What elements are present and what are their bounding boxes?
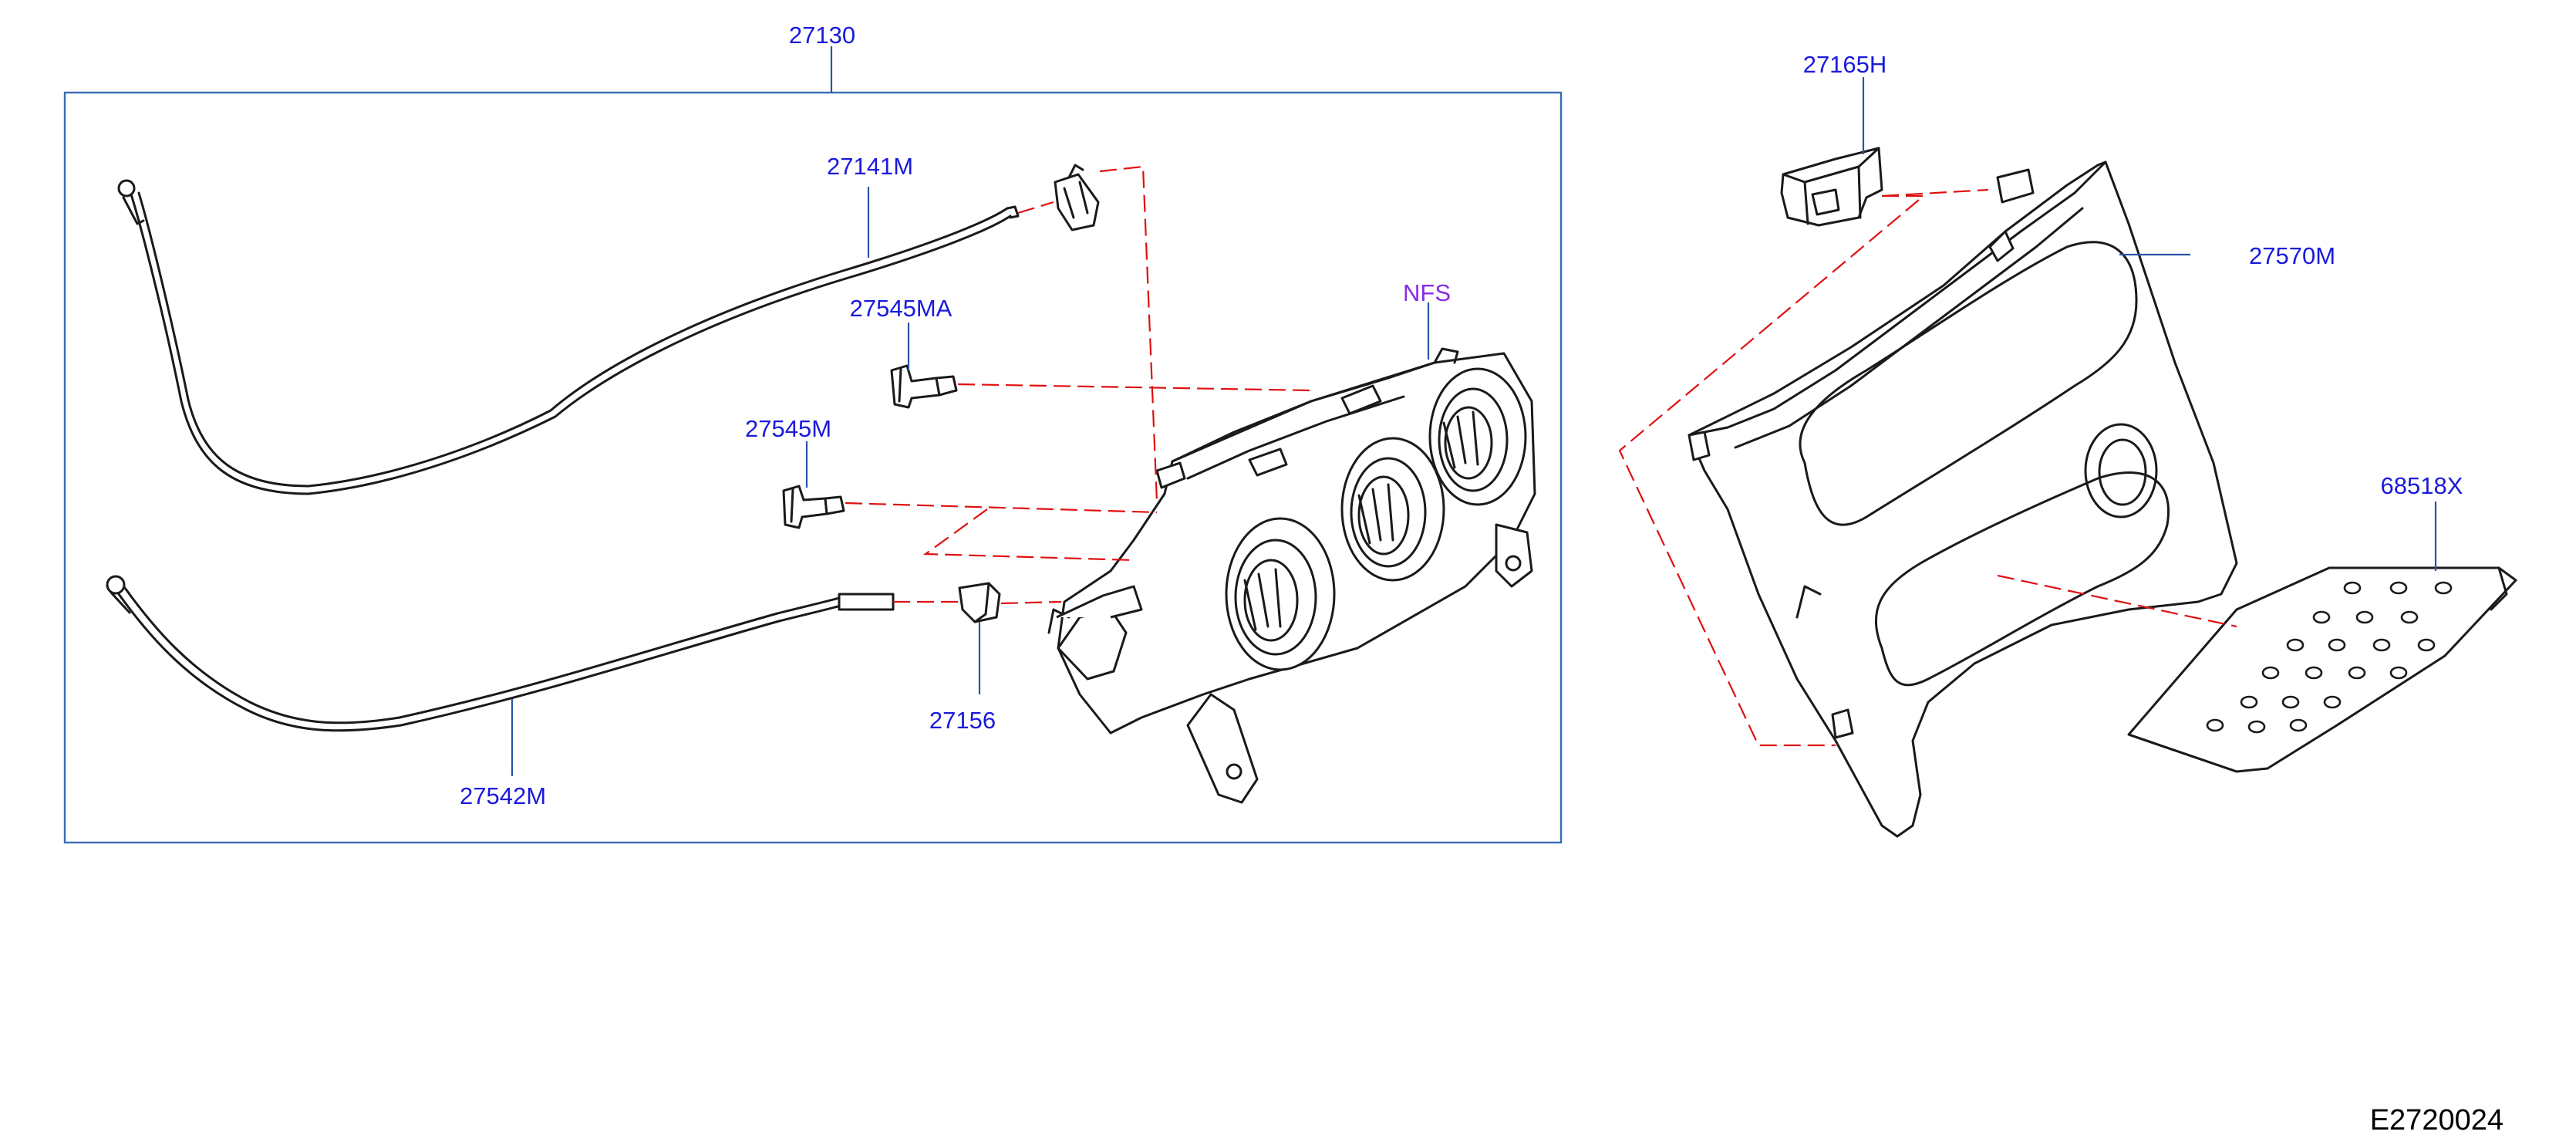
label-68518x: 68518X [2381, 472, 2463, 499]
sensor-27545ma[interactable] [890, 364, 958, 409]
leader-lines [511, 46, 2437, 776]
sensor-27545m[interactable] [782, 485, 845, 529]
label-27545m: 27545M [745, 415, 831, 442]
lower-control-cable[interactable] [106, 575, 895, 732]
label-27545ma: 27545MA [850, 295, 953, 322]
heater-control-unit[interactable] [1047, 347, 1536, 804]
label-nfs: NFS [1403, 279, 1451, 306]
assembly-dashed-lines [845, 165, 2237, 747]
part-labels: 27130 27141M 27545MA NFS 27545M 27156 27… [460, 22, 2463, 809]
diagram-code: E2720024 [2370, 1104, 2504, 1137]
cable-retainer-clip[interactable] [1054, 164, 1100, 231]
assembly-box [63, 91, 1563, 844]
label-27542m: 27542M [460, 782, 546, 809]
cluster-finisher-27570m[interactable] [1688, 160, 2238, 838]
lid-68518x[interactable] [2127, 566, 2517, 773]
clip-27156[interactable] [958, 582, 1001, 623]
bracket-27165h[interactable] [1780, 147, 1883, 227]
label-27156: 27156 [929, 707, 996, 734]
label-27141m: 27141M [827, 153, 913, 180]
lid-holes [2206, 581, 2453, 734]
label-27130: 27130 [789, 22, 855, 49]
label-27570m: 27570M [2249, 242, 2335, 269]
upper-control-cable[interactable] [117, 179, 1020, 495]
label-27165h: 27165H [1803, 51, 1887, 78]
